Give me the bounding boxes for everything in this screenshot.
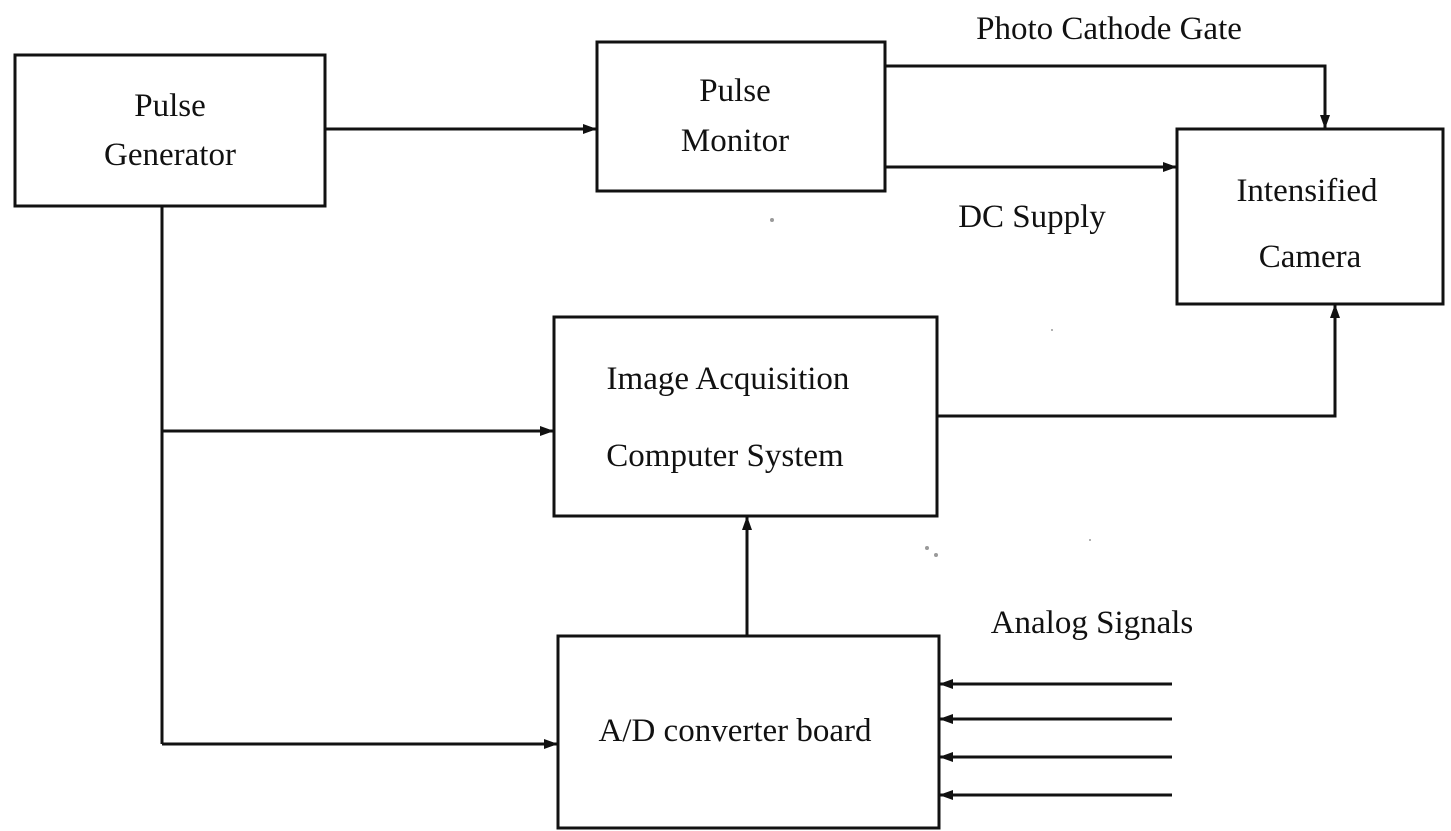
pulse-generator-label-line1: Pulse xyxy=(134,88,206,124)
pulse-monitor-label-line2: Monitor xyxy=(681,123,789,159)
photo-cathode-gate-label: Photo Cathode Gate xyxy=(976,11,1242,47)
pulse-monitor-label-line1: Pulse xyxy=(699,73,771,109)
image-acquisition-label-line1: Image Acquisition xyxy=(607,361,850,397)
image-acquisition-label-line2: Computer System xyxy=(606,438,844,474)
intensified-camera-block: Intensified Camera xyxy=(1175,127,1445,306)
intensified-camera-label-line1: Intensified xyxy=(1236,173,1378,209)
pulse-generator-label-line2: Generator xyxy=(104,137,236,173)
analog-signal-inputs xyxy=(939,679,1172,800)
ad-converter-block: A/D converter board xyxy=(556,634,941,830)
image-acquisition-to-camera-arrow xyxy=(937,304,1340,418)
pulse-generator-block: Pulse Generator xyxy=(13,53,327,208)
image-acquisition-block: Image Acquisition Computer System xyxy=(552,315,939,518)
dc-supply-label: DC Supply xyxy=(958,199,1106,235)
ad-converter-label: A/D converter board xyxy=(598,713,872,749)
pulse-monitor-block: Pulse Monitor xyxy=(595,40,887,193)
intensified-camera-label-line2: Camera xyxy=(1259,239,1362,275)
analog-signals-label: Analog Signals xyxy=(991,605,1194,641)
photo-cathode-gate-arrow xyxy=(885,64,1330,129)
